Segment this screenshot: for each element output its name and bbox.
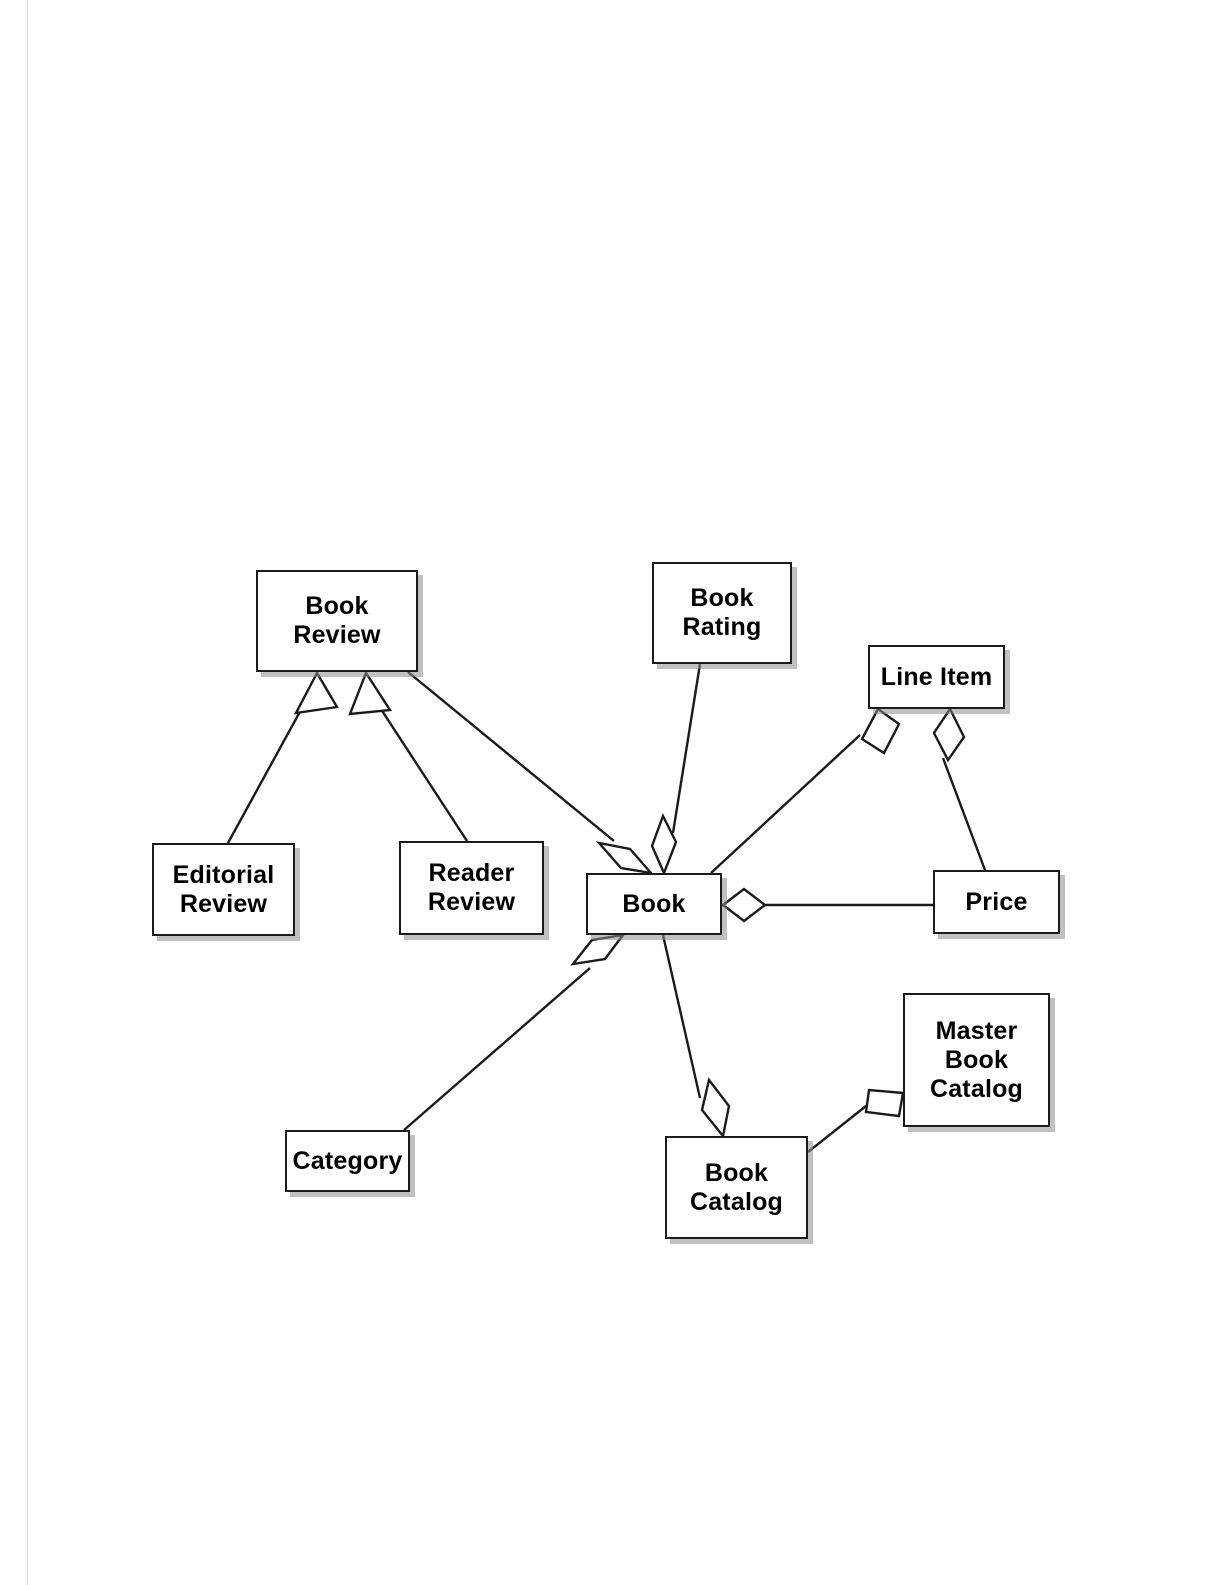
page-edge-rule bbox=[27, 0, 28, 1585]
class-label-book-rating: Book Rating bbox=[682, 584, 762, 641]
edge-editorial-review-to-book-review[interactable] bbox=[226, 670, 339, 844]
class-box-book-review[interactable]: Book Review bbox=[256, 570, 418, 672]
class-label-line-item: Line Item bbox=[880, 662, 993, 691]
class-box-master-book-catalog[interactable]: Master Book Catalog bbox=[903, 993, 1050, 1127]
class-box-book-rating[interactable]: Book Rating bbox=[652, 562, 792, 664]
class-box-price[interactable]: Price bbox=[933, 870, 1060, 934]
class-box-reader-review[interactable]: Reader Review bbox=[399, 841, 544, 935]
class-label-book: Book bbox=[622, 889, 686, 918]
edge-line-item-to-book[interactable] bbox=[710, 707, 901, 874]
class-label-book-catalog: Book Catalog bbox=[689, 1158, 784, 1216]
edge-book-to-category[interactable] bbox=[403, 933, 626, 1131]
class-box-book-catalog[interactable]: Book Catalog bbox=[665, 1136, 808, 1239]
class-box-book[interactable]: Book bbox=[586, 873, 722, 935]
class-label-category: Category bbox=[292, 1146, 403, 1175]
edge-master-book-catalog-to-book-catalog[interactable] bbox=[807, 1088, 905, 1153]
edge-book-catalog-to-book[interactable] bbox=[661, 934, 731, 1139]
class-label-editorial-review: Editorial Review bbox=[172, 860, 275, 918]
class-box-editorial-review[interactable]: Editorial Review bbox=[152, 843, 295, 936]
edge-reader-review-to-book-review[interactable] bbox=[348, 670, 469, 842]
class-label-reader-review: Reader Review bbox=[427, 859, 516, 916]
edge-line-item-to-price[interactable] bbox=[932, 706, 987, 871]
class-label-book-review: Book Review bbox=[293, 592, 381, 649]
edge-book-to-book-rating[interactable] bbox=[650, 663, 702, 877]
class-label-price: Price bbox=[965, 887, 1028, 916]
edge-book-to-book-review[interactable] bbox=[407, 671, 655, 875]
class-box-line-item[interactable]: Line Item bbox=[868, 645, 1005, 709]
class-label-master-book-catalog: Master Book Catalog bbox=[929, 1016, 1024, 1103]
class-box-category[interactable]: Category bbox=[285, 1130, 410, 1192]
edge-book-to-price[interactable] bbox=[721, 887, 933, 923]
